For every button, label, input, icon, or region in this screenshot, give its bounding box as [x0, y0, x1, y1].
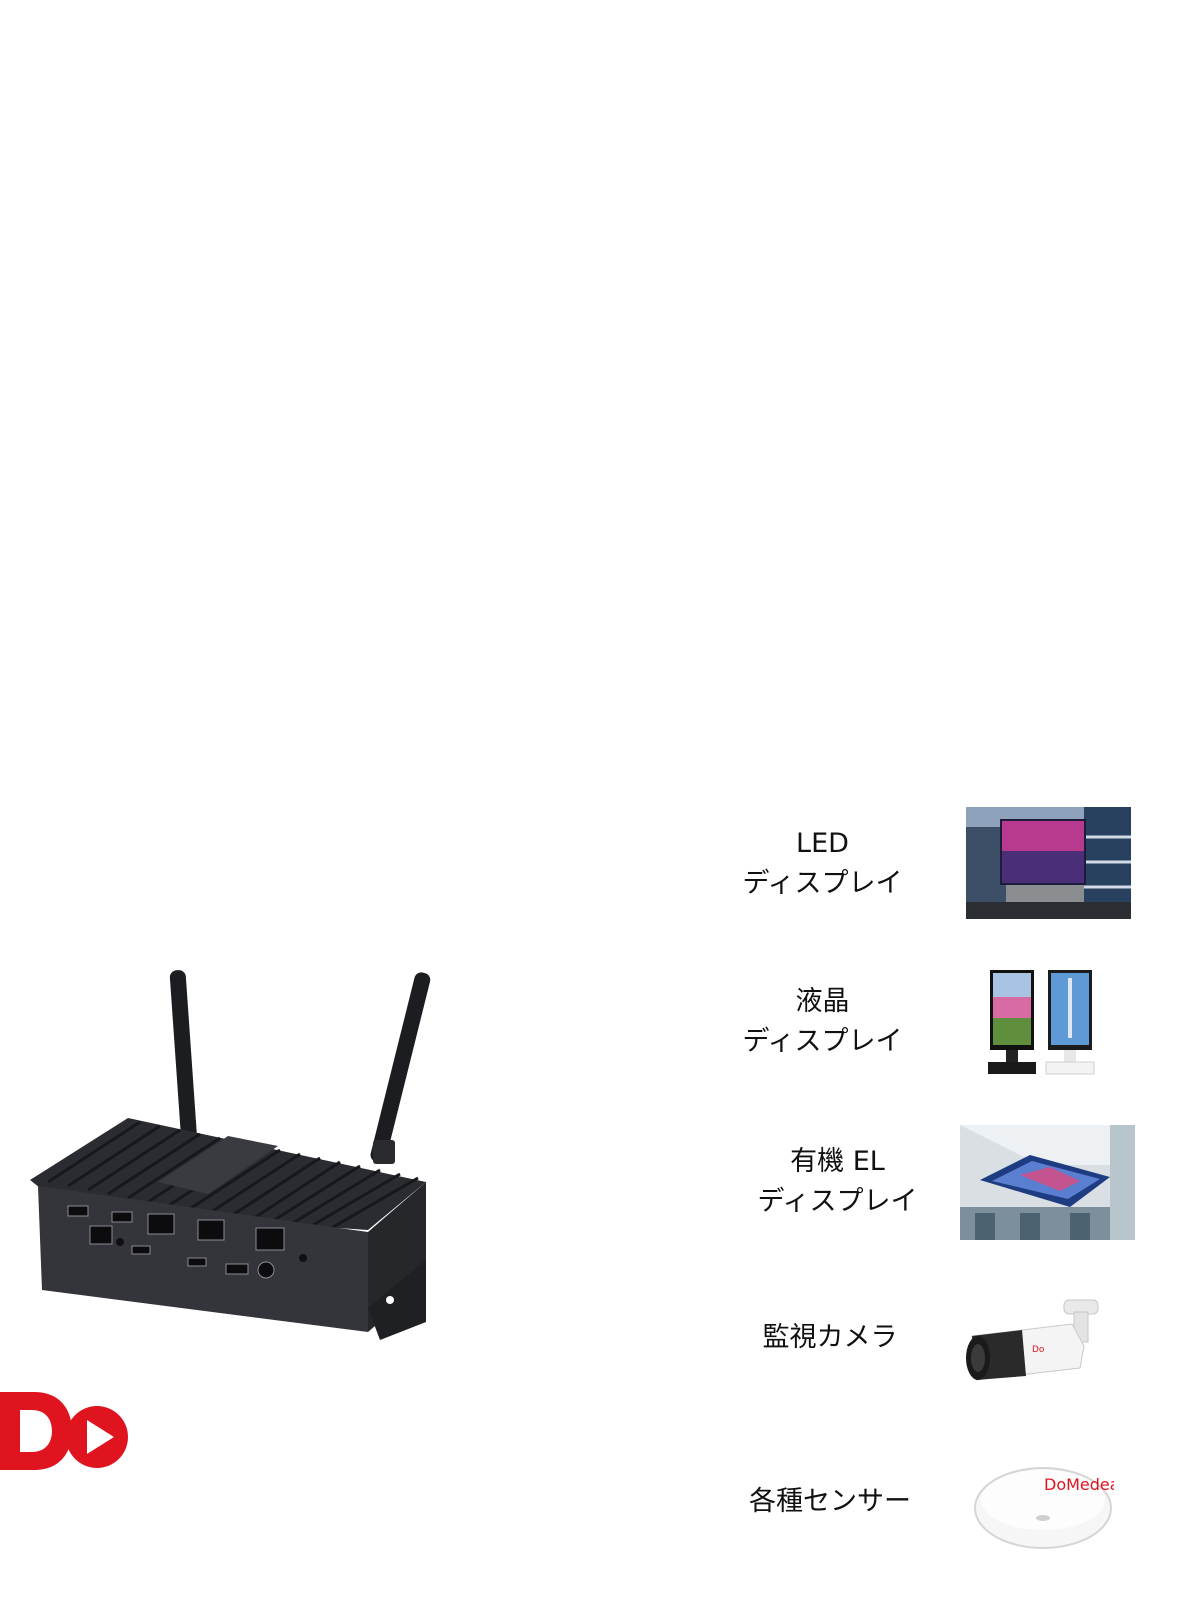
sensor-label-line1: 各種センサー — [749, 1486, 911, 1517]
security-camera-photo-icon: Do — [966, 1299, 1099, 1381]
lcd-display-photo-icon — [988, 970, 1095, 1075]
edge-media-player-device-icon — [30, 970, 431, 1340]
sensor-label: 各種センサー — [720, 1482, 940, 1522]
led-display-label: LED ディスプレイ — [720, 824, 925, 904]
do-media-logo-icon — [0, 1392, 128, 1470]
lcd-display-label: 液晶 ディスプレイ — [720, 982, 925, 1062]
sensor-photo-icon: DoMedea — [974, 1467, 1114, 1549]
sensor-brand-text: DoMedea — [1044, 1475, 1114, 1494]
led-display-photo-icon — [966, 807, 1131, 919]
lcd-display-label-line1: 液晶 — [795, 986, 850, 1017]
led-display-label-line1: LED — [796, 828, 849, 859]
oled-display-label-line2: ディスプレイ — [757, 1186, 918, 1217]
security-camera-label: 監視カメラ — [720, 1318, 940, 1358]
lcd-display-label-line2: ディスプレイ — [742, 1026, 903, 1057]
oled-display-label-line1: 有機 EL — [790, 1146, 885, 1177]
svg-text:Do: Do — [1032, 1345, 1045, 1355]
oled-display-photo-icon — [960, 1125, 1135, 1240]
security-camera-label-line1: 監視カメラ — [762, 1322, 898, 1353]
oled-display-label: 有機 EL ディスプレイ — [735, 1142, 940, 1222]
led-display-label-line2: ディスプレイ — [742, 868, 903, 899]
